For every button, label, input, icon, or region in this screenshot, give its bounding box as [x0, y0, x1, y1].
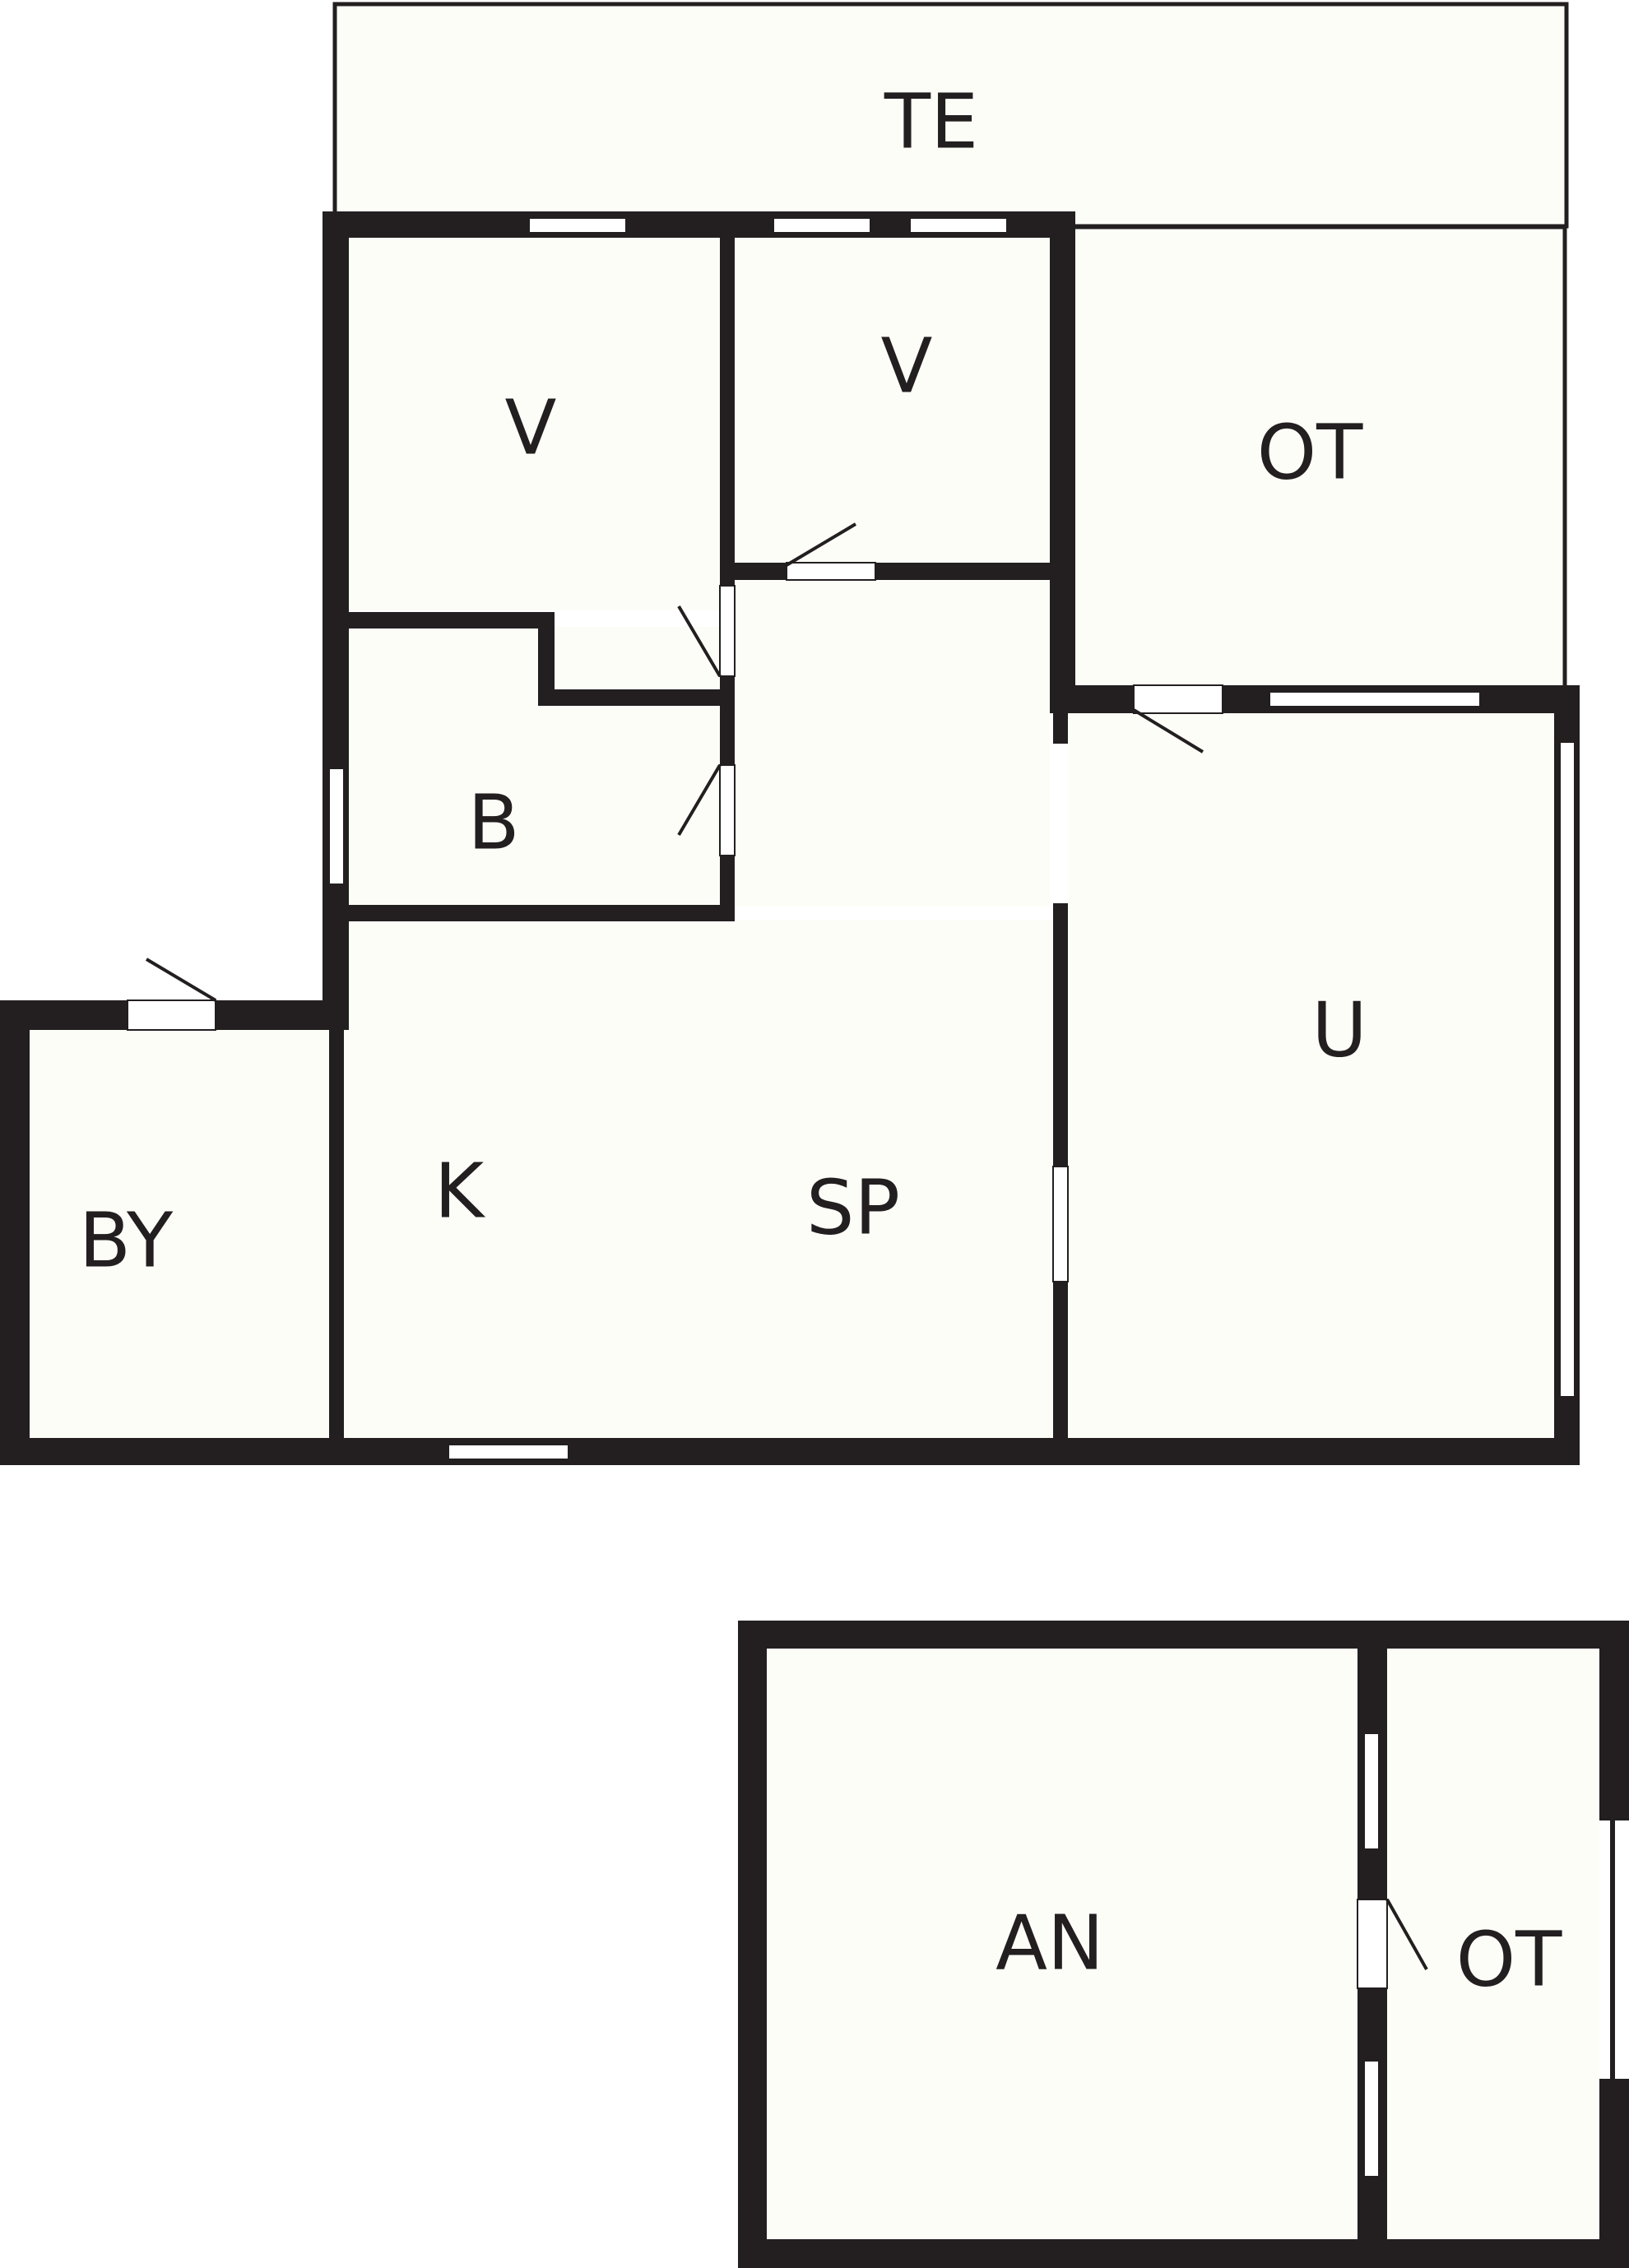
wall — [738, 1621, 767, 2268]
room-label-u: U — [1311, 986, 1367, 1074]
door-swing — [1385, 1899, 1428, 1970]
wall — [1050, 211, 1075, 713]
window — [1052, 1166, 1069, 1282]
window — [1559, 741, 1576, 1398]
room-label-ot-upper: OT — [1257, 409, 1363, 497]
window — [1363, 1732, 1380, 1850]
door-swing — [785, 522, 857, 567]
ot-lower-floor — [1387, 1649, 1599, 2239]
room-labels: TE V V OT B U K SP BY AN OT — [79, 78, 1562, 2004]
v-right-floor — [735, 236, 1050, 565]
wall — [538, 612, 555, 706]
wall — [538, 689, 720, 706]
wall — [735, 563, 1050, 580]
wall — [323, 211, 349, 1030]
window — [448, 1444, 569, 1460]
window — [328, 768, 345, 885]
window — [773, 217, 871, 234]
room-label-v-left: V — [505, 384, 557, 472]
door-gap — [127, 999, 216, 1031]
b-floor — [349, 627, 720, 907]
wall — [349, 612, 555, 628]
by-floor — [30, 1030, 329, 1438]
room-label-sp: SP — [806, 1164, 900, 1252]
wall — [1599, 2079, 1629, 2268]
wall — [1610, 1820, 1615, 2079]
window — [528, 217, 627, 234]
ot-upper-floor — [1075, 229, 1564, 685]
terrace-floor — [335, 4, 1566, 226]
room-label-ot-lower: OT — [1456, 1916, 1562, 2004]
door-swings — [145, 522, 1428, 1970]
openings — [127, 217, 1576, 2178]
floor-fills — [30, 4, 1599, 2239]
wall — [720, 211, 735, 586]
room-label-te: TE — [884, 78, 978, 166]
door-gap — [1357, 1899, 1388, 1989]
door-gap — [1133, 684, 1223, 714]
door-swing — [1132, 708, 1204, 754]
thin-outlines — [332, 2, 1569, 687]
wall — [349, 905, 735, 921]
wall — [738, 1621, 1629, 1649]
wall — [329, 1020, 344, 1438]
wall — [1599, 1621, 1629, 1820]
room-label-b: B — [467, 779, 519, 867]
room-label-k: K — [434, 1148, 486, 1236]
door-swing — [677, 605, 722, 678]
window — [909, 217, 1008, 234]
door-gap — [719, 585, 736, 677]
window — [1363, 2060, 1380, 2178]
door-gap — [719, 764, 736, 856]
wall — [738, 2239, 1629, 2268]
an-floor — [767, 1649, 1358, 2239]
door-swing — [677, 763, 722, 837]
hall-floor — [735, 580, 1050, 907]
wall — [0, 1438, 1580, 1465]
room-label-an: AN — [996, 1899, 1104, 1987]
window — [1269, 691, 1481, 707]
door-swing — [145, 958, 217, 1002]
door-gap — [786, 562, 876, 581]
wall — [0, 1000, 30, 1465]
room-label-by: BY — [79, 1197, 174, 1285]
room-label-v-right: V — [881, 322, 933, 410]
wall — [1053, 713, 1068, 744]
u-floor — [1069, 713, 1554, 1438]
k-sp-floor — [344, 920, 1053, 1438]
v-left-floor — [349, 236, 720, 610]
